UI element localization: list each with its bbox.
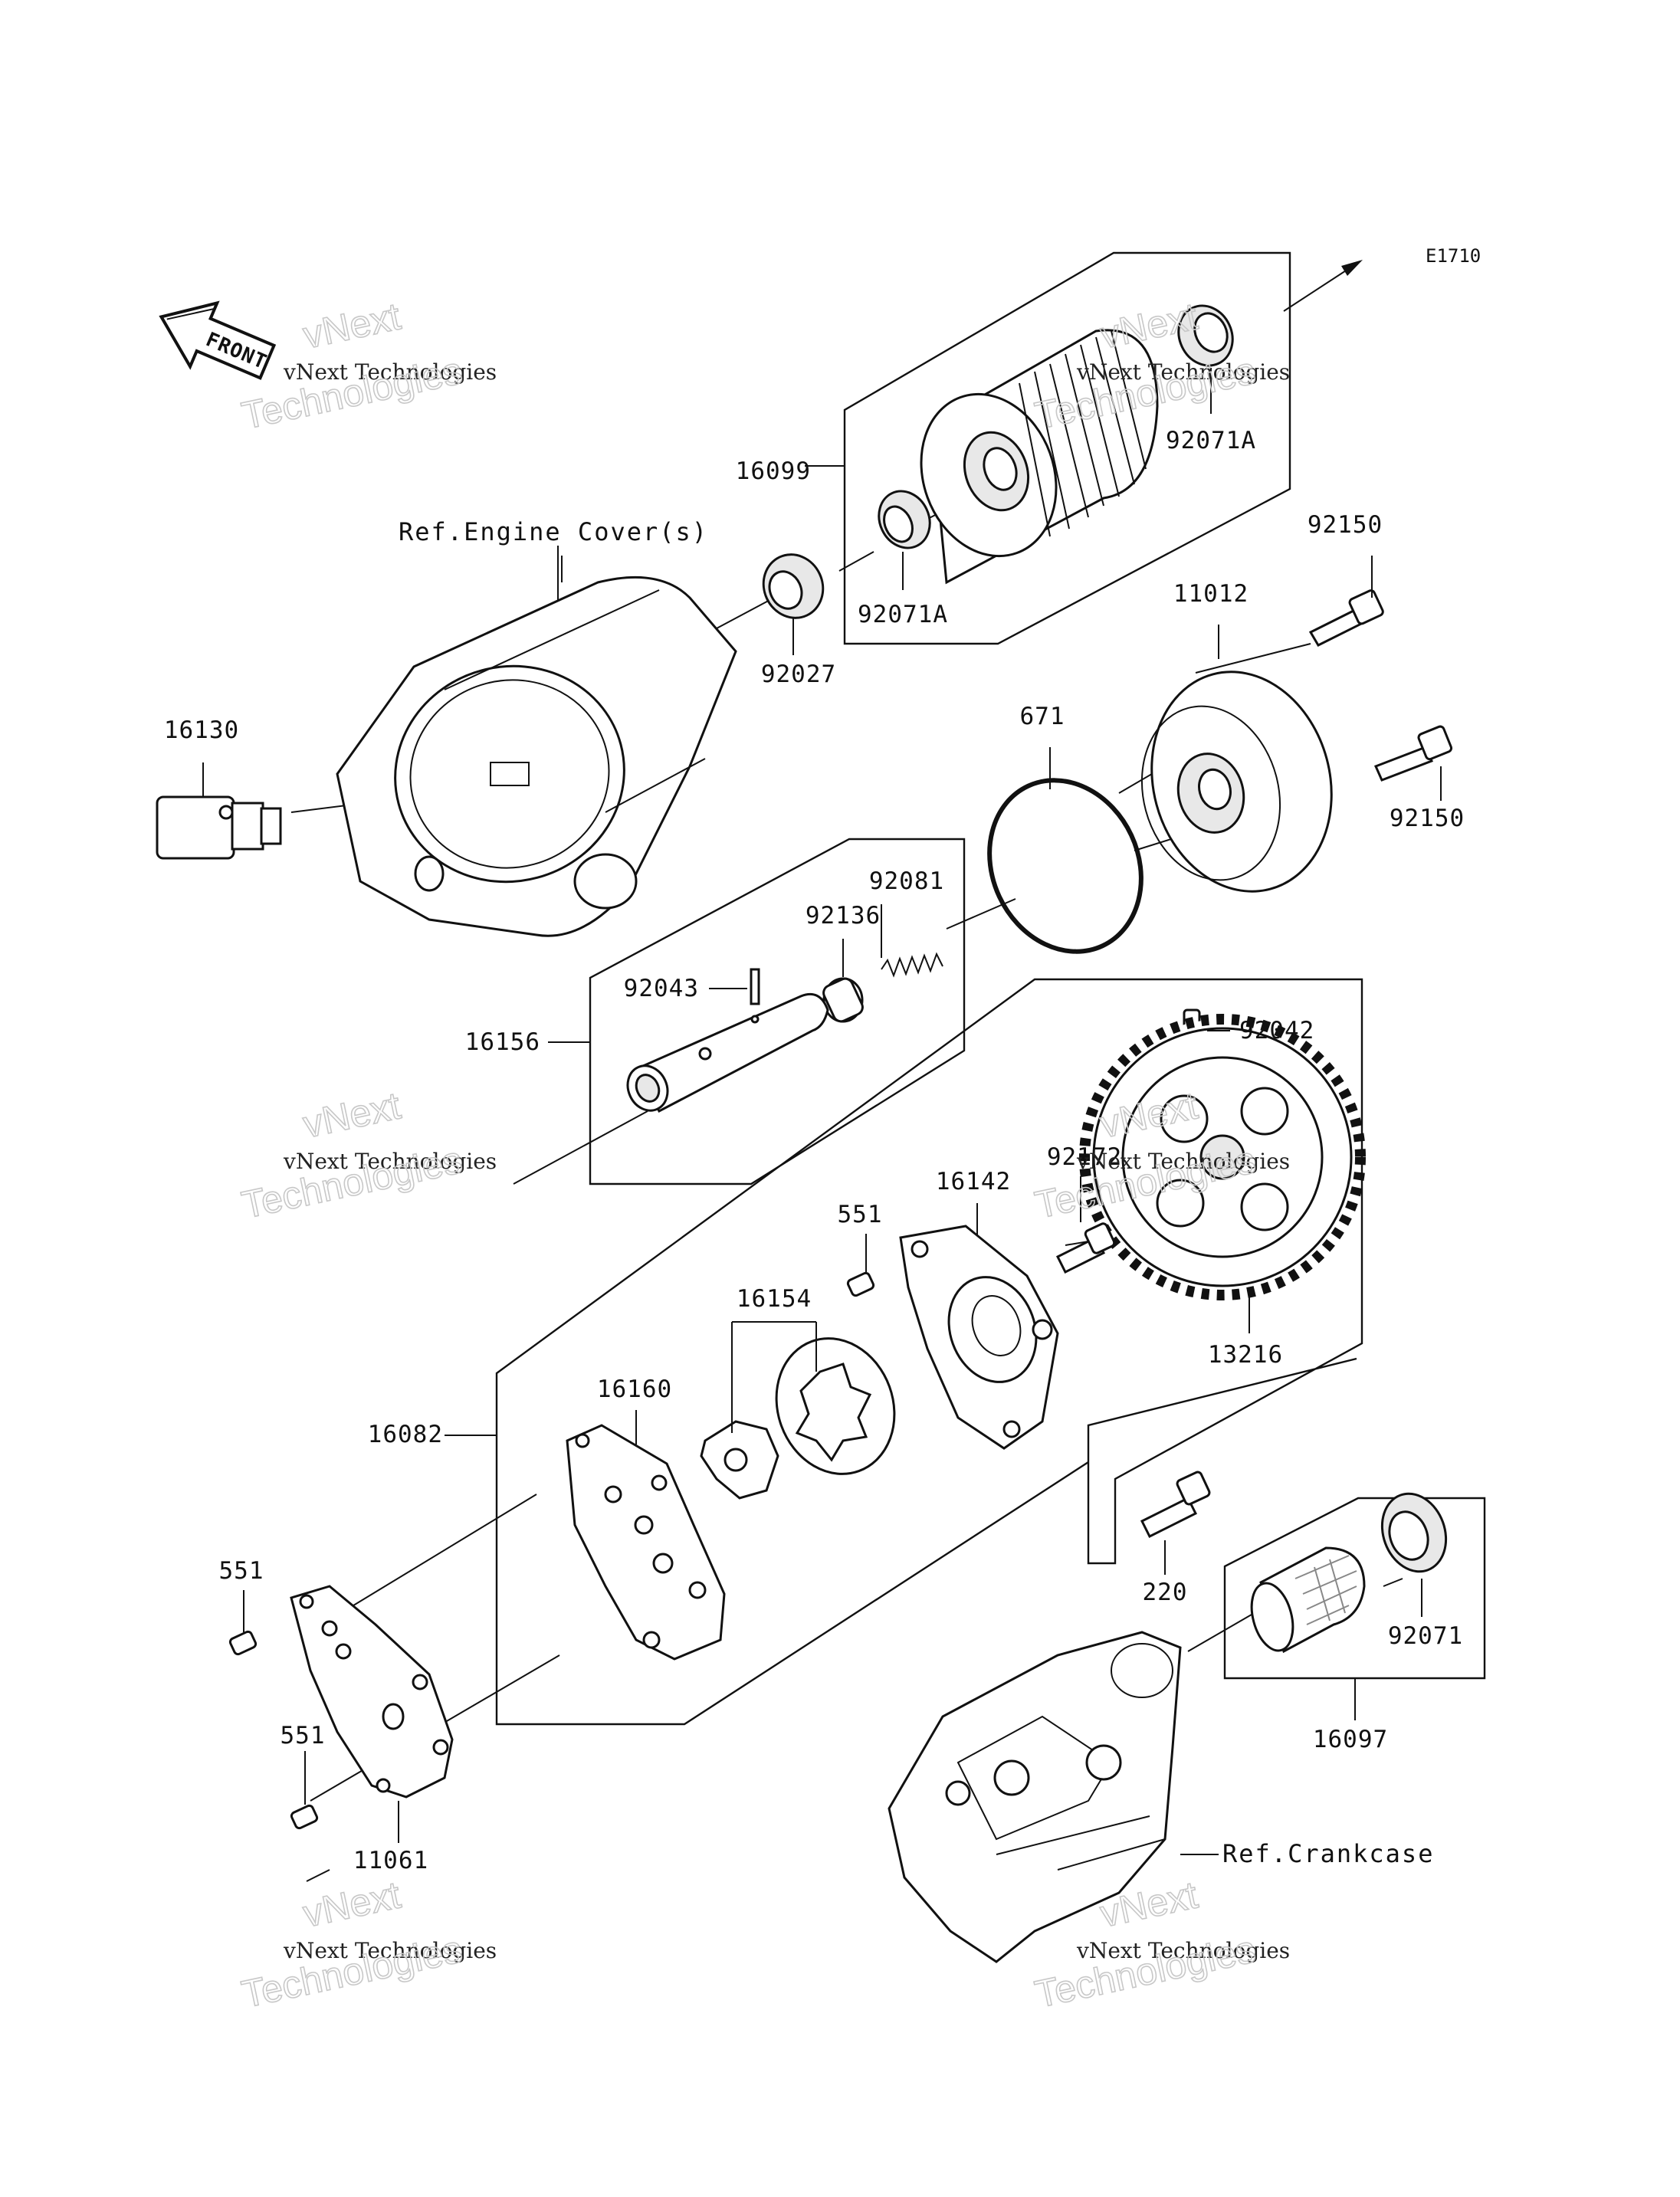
pin-92043 xyxy=(750,968,760,1005)
svg-text:vNext Technologies: vNext Technologies xyxy=(283,359,497,385)
svg-text:vNext: vNext xyxy=(300,1873,405,1935)
bearing-92027 xyxy=(762,553,825,619)
pump-body-16160 xyxy=(566,1424,726,1661)
gasket-11061 xyxy=(290,1585,454,1799)
label-92043: 92043 xyxy=(624,975,699,1002)
bolt-92150-top xyxy=(1308,589,1384,647)
rotor-inner-16154 xyxy=(700,1420,779,1500)
bolt-92150-right xyxy=(1373,725,1453,782)
bracket-16099 xyxy=(843,251,1291,645)
oil-seal-92071 xyxy=(1380,1492,1448,1573)
oil-filter-16099 xyxy=(920,329,1159,585)
filter-cover-11012 xyxy=(1140,671,1333,893)
svg-text:vNext: vNext xyxy=(300,294,405,356)
label-92071a-mid: 92071A xyxy=(858,601,948,628)
engine-cover-ref xyxy=(336,575,737,937)
label-92172: 92172 xyxy=(1047,1143,1122,1171)
label-16130: 16130 xyxy=(164,716,239,744)
svg-text:vNext Technologies: vNext Technologies xyxy=(283,1938,497,1963)
bracket-16082 xyxy=(495,978,1363,1565)
label-16154: 16154 xyxy=(737,1285,812,1313)
oil-seal-92071a-mid xyxy=(878,490,931,549)
label-16082: 16082 xyxy=(368,1421,443,1448)
label-551-top: 551 xyxy=(838,1201,883,1228)
svg-text:vNext: vNext xyxy=(300,1084,405,1146)
spring-92081 xyxy=(881,952,943,978)
label-ref-engine-cover: Ref.Engine Cover(s) xyxy=(399,517,708,546)
relief-valve-16156 xyxy=(626,992,829,1113)
label-leaders xyxy=(202,368,1442,1855)
bolt-220 xyxy=(1140,1471,1211,1539)
bracket-16097 xyxy=(1223,1497,1486,1680)
o-ring-671 xyxy=(987,778,1144,954)
label-92150-top: 92150 xyxy=(1308,511,1383,539)
label-16097: 16097 xyxy=(1313,1726,1388,1753)
svg-text:vNext Technologies: vNext Technologies xyxy=(1076,1938,1290,1963)
label-220: 220 xyxy=(1143,1579,1188,1606)
pump-cover-16142 xyxy=(899,1225,1059,1450)
strainer-16097 xyxy=(1250,1546,1366,1654)
valve-92136 xyxy=(822,977,864,1023)
label-92150-right: 92150 xyxy=(1390,805,1465,832)
dowel-551-left xyxy=(228,1630,258,1656)
gear-13216 xyxy=(1079,1014,1366,1300)
svg-text:vNext Technologies: vNext Technologies xyxy=(1076,1149,1290,1174)
bolt-92172 xyxy=(1055,1222,1116,1274)
union-16130 xyxy=(156,795,282,860)
label-11061: 11061 xyxy=(353,1847,428,1874)
front-arrow-icon: FRONT xyxy=(159,300,277,380)
watermark-mid-left: vNext Technologies vNext Technologies xyxy=(238,1084,497,1228)
label-671: 671 xyxy=(1020,703,1065,730)
oil-seal-92071a-top xyxy=(1177,304,1234,367)
label-92136: 92136 xyxy=(806,902,881,930)
label-92027: 92027 xyxy=(761,661,836,688)
label-16156: 16156 xyxy=(465,1028,540,1056)
label-92071: 92071 xyxy=(1388,1622,1463,1650)
label-13216: 13216 xyxy=(1208,1341,1283,1369)
dowel-551-top xyxy=(846,1271,875,1297)
label-551-left: 551 xyxy=(219,1557,264,1585)
dowel-551-bottom xyxy=(290,1804,319,1830)
label-92081: 92081 xyxy=(869,867,944,895)
svg-text:vNext Technologies: vNext Technologies xyxy=(1076,359,1290,385)
label-ref-crankcase: Ref.Crankcase xyxy=(1222,1839,1434,1868)
label-16142: 16142 xyxy=(936,1168,1011,1195)
rotor-outer-16154 xyxy=(775,1337,896,1475)
bracket-16082-lower xyxy=(495,1435,1089,1726)
label-551-bottom: 551 xyxy=(281,1722,326,1749)
svg-text:vNext Technologies: vNext Technologies xyxy=(283,1149,497,1174)
label-11012: 11012 xyxy=(1173,580,1249,608)
watermark-bottom-left: vNext Technologies vNext Technologies xyxy=(238,1873,497,2017)
label-16160: 16160 xyxy=(597,1376,672,1403)
bracket-16156 xyxy=(589,838,966,1185)
crankcase-ref xyxy=(888,1631,1182,1963)
diagram-code: E1710 xyxy=(1426,245,1481,267)
label-92071a-top: 92071A xyxy=(1166,427,1256,454)
watermark-top-left: vNext Technologies vNext Technologies xyxy=(238,294,497,438)
label-92042: 92042 xyxy=(1239,1017,1314,1044)
label-16099: 16099 xyxy=(736,457,811,485)
